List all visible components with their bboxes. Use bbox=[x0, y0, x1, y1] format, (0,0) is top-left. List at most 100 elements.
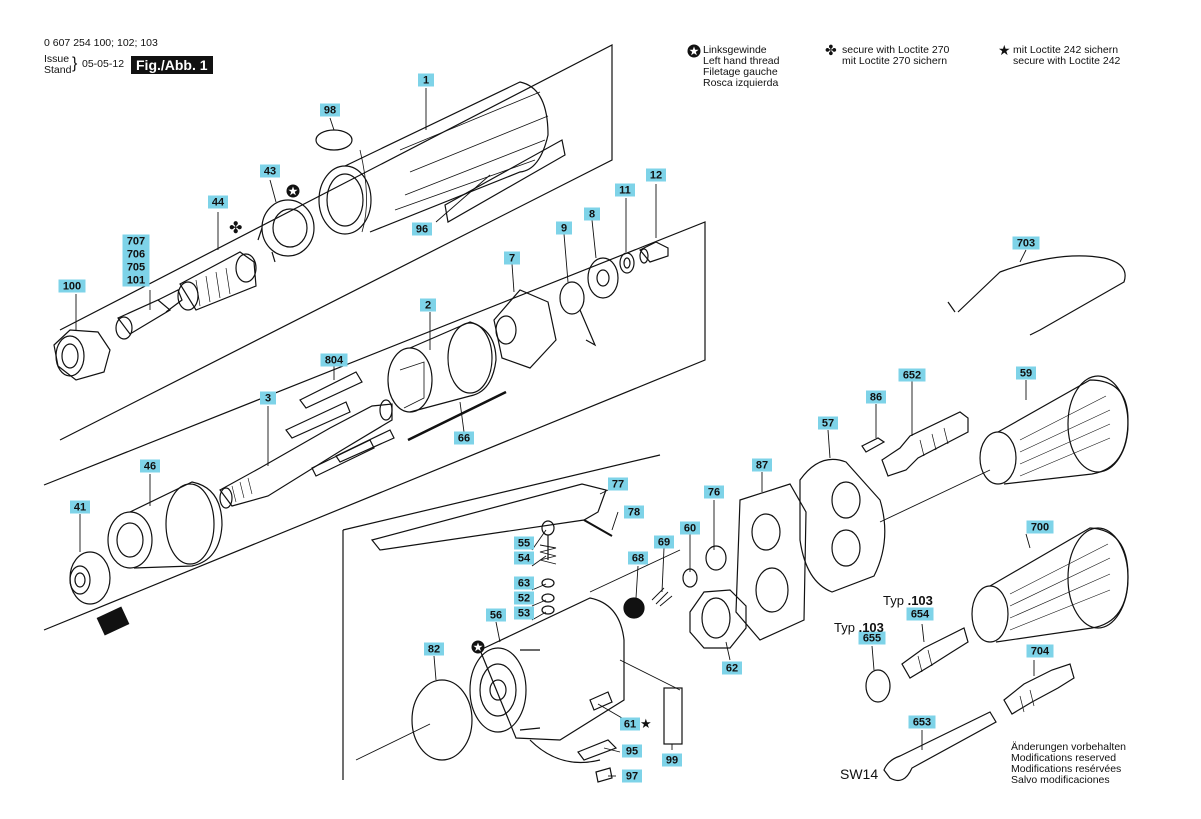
part-62-union-nut bbox=[689, 589, 747, 649]
part-label-text: 804 bbox=[325, 355, 344, 367]
part-2-cylinder bbox=[387, 321, 497, 413]
part-label-box bbox=[622, 744, 642, 758]
part-11-washer bbox=[619, 252, 635, 274]
part-label-78: 78 bbox=[624, 505, 644, 519]
part-label-box bbox=[1016, 366, 1036, 380]
part-label-2: 2 bbox=[420, 298, 436, 312]
part-label-box bbox=[418, 73, 434, 87]
part-label-700: 700 bbox=[1026, 520, 1054, 534]
part-label-box bbox=[320, 353, 348, 367]
part-label-41: 41 bbox=[70, 500, 90, 514]
figure-badge: Fig./Abb. 1 bbox=[131, 56, 213, 74]
part-label-62: 62 bbox=[722, 661, 742, 675]
part-label-text: 3 bbox=[265, 393, 271, 405]
part-59-silencer bbox=[979, 375, 1129, 485]
part-54-spring bbox=[539, 544, 557, 565]
loctite-270-icon: ✤ bbox=[825, 42, 837, 58]
part-label-96: 96 bbox=[412, 222, 432, 236]
legend-line: Linksgewinde bbox=[703, 44, 767, 56]
part-label-text: 9 bbox=[561, 223, 567, 235]
part-label-text: 96 bbox=[416, 224, 428, 236]
part-label-text: 705 bbox=[127, 262, 145, 274]
part-12-screw bbox=[639, 241, 669, 264]
part-label-text: 78 bbox=[628, 507, 640, 519]
part-label-box bbox=[615, 183, 635, 197]
part-label-box bbox=[514, 591, 534, 605]
part-label-box bbox=[122, 273, 150, 287]
part-label-87: 87 bbox=[752, 458, 772, 472]
part-label-53: 53 bbox=[514, 606, 534, 620]
footer-line: Modifications resérvées bbox=[1011, 763, 1122, 775]
part-label-652: 652 bbox=[898, 368, 926, 382]
part-label-46: 46 bbox=[140, 459, 160, 473]
part-number: 0 607 254 100; 102; 103 bbox=[44, 37, 158, 49]
part-95-trigger-guard bbox=[577, 739, 618, 761]
part-label-text: 12 bbox=[650, 170, 662, 182]
part-label-text: 707 bbox=[127, 236, 145, 248]
part-label-804: 804 bbox=[320, 353, 348, 367]
part-label-box bbox=[662, 753, 682, 767]
part-label-707: 707 bbox=[122, 234, 150, 248]
part-label-text: 8 bbox=[589, 209, 595, 221]
part-82-oring bbox=[411, 679, 473, 761]
typ-prefix: Typ bbox=[883, 593, 904, 608]
part-label-box bbox=[624, 505, 644, 519]
typ-label-654: Typ .103 bbox=[883, 593, 933, 608]
part-label-text: 654 bbox=[911, 609, 930, 621]
part-label-text: 2 bbox=[425, 300, 431, 312]
part-label-box bbox=[70, 500, 90, 514]
part-655-seal bbox=[865, 669, 891, 703]
part-99-nameplate bbox=[663, 687, 683, 745]
part-label-7: 7 bbox=[504, 251, 520, 265]
part-label-text: 52 bbox=[518, 593, 530, 605]
legend-line: Rosca izquierda bbox=[703, 77, 779, 89]
part-label-box bbox=[620, 717, 640, 731]
part-label-63: 63 bbox=[514, 576, 534, 590]
part-label-100: 100 bbox=[58, 279, 86, 293]
part-label-text: 700 bbox=[1031, 522, 1049, 534]
part-label-box bbox=[622, 769, 642, 783]
legend-loctite-270: secure with Loctite 270 mit Loctite 270 … bbox=[842, 45, 949, 67]
part-label-box bbox=[898, 368, 926, 382]
part-44-spindle bbox=[177, 251, 257, 311]
part-label-655: 655 bbox=[858, 631, 886, 645]
part-label-box bbox=[584, 207, 600, 221]
part-label-95: 95 bbox=[622, 744, 642, 758]
legend-line: Filetage gauche bbox=[703, 66, 778, 78]
part-87-gasket bbox=[735, 483, 807, 641]
part-label-box bbox=[608, 477, 628, 491]
part-78-pin bbox=[583, 519, 613, 537]
part-652-hose-fitting bbox=[881, 411, 969, 477]
part-8-bearing bbox=[587, 257, 619, 299]
part-label-653: 653 bbox=[908, 715, 936, 729]
part-label-55: 55 bbox=[514, 536, 534, 550]
part-label-text: 68 bbox=[632, 553, 644, 565]
part-label-text: 101 bbox=[127, 275, 145, 287]
part-7-end-plate bbox=[493, 289, 557, 369]
part-label-text: 60 bbox=[684, 523, 696, 535]
bearing-press-symbol bbox=[96, 606, 130, 636]
part-label-text: 95 bbox=[626, 746, 638, 758]
part-707-collet bbox=[115, 289, 183, 340]
part-label-56: 56 bbox=[486, 608, 506, 622]
part-46-front-flange bbox=[107, 481, 223, 569]
part-label-text: 99 bbox=[666, 755, 678, 767]
left-thread-icon bbox=[687, 44, 701, 60]
part-label-box bbox=[514, 551, 534, 565]
part-55-valve-pin bbox=[541, 520, 555, 560]
legend-line: secure with Loctite 270 bbox=[842, 44, 950, 56]
part-label-77: 77 bbox=[608, 477, 628, 491]
part-96-label-plate bbox=[444, 139, 566, 223]
part-label-97: 97 bbox=[622, 769, 642, 783]
footer-line: Änderungen vorbehalten bbox=[1011, 741, 1127, 753]
part-53-oring bbox=[541, 605, 555, 615]
part-label-52: 52 bbox=[514, 591, 534, 605]
part-label-705: 705 bbox=[122, 260, 150, 274]
part-label-text: 59 bbox=[1020, 368, 1032, 380]
part-57-end-flange bbox=[799, 458, 886, 593]
part-label-text: 54 bbox=[518, 553, 531, 565]
part-label-704: 704 bbox=[1026, 644, 1054, 658]
part-label-text: 46 bbox=[144, 461, 156, 473]
part-label-layer: 1984396447077067051011001211897280436646… bbox=[58, 73, 1054, 783]
part-label-text: 43 bbox=[264, 166, 276, 178]
